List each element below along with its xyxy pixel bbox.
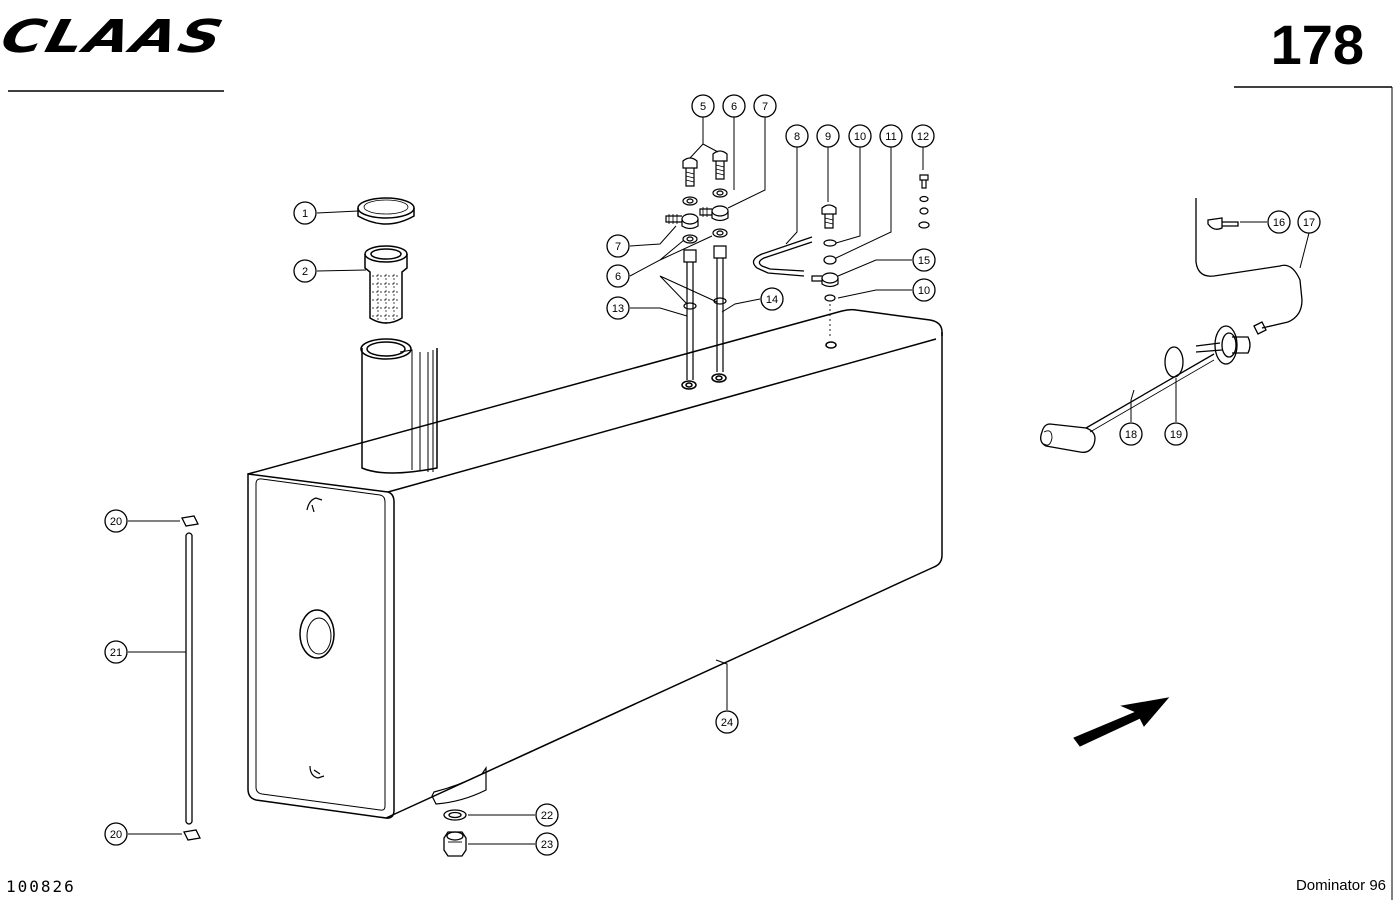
svg-text:6: 6 — [731, 101, 737, 113]
callout-11: 11 — [879, 124, 903, 148]
fuel-strainer — [364, 245, 408, 324]
callouts: 1 2 5 6 7 7 6 13 14 8 9 10 11 12 15 10 1… — [104, 94, 1321, 856]
callout-10a: 10 — [848, 124, 872, 148]
fuel-gauge-sender — [1040, 198, 1303, 453]
svg-text:19: 19 — [1170, 429, 1182, 441]
svg-text:10: 10 — [854, 131, 866, 143]
machine-model: Dominator 96 — [1295, 877, 1386, 894]
banjo-bolt-assembly — [665, 150, 729, 244]
svg-text:22: 22 — [541, 810, 553, 822]
callout-9: 9 — [816, 124, 840, 148]
svg-text:5: 5 — [700, 101, 706, 113]
callout-6a: 6 — [722, 94, 746, 118]
svg-text:10: 10 — [918, 285, 930, 297]
svg-text:13: 13 — [612, 303, 624, 315]
callout-19: 19 — [1164, 422, 1188, 446]
tank-strap-rod — [181, 515, 201, 841]
callout-16: 16 — [1267, 210, 1291, 234]
fuel-tank — [247, 308, 943, 819]
svg-text:6: 6 — [615, 271, 621, 283]
filler-neck — [360, 338, 438, 474]
callout-13: 13 — [606, 296, 630, 320]
svg-text:8: 8 — [794, 131, 800, 143]
svg-text:20: 20 — [110, 829, 122, 841]
callout-6b: 6 — [606, 264, 630, 288]
breather-fittings — [811, 174, 930, 336]
svg-text:16: 16 — [1273, 217, 1285, 229]
svg-text:9: 9 — [825, 131, 831, 143]
svg-text:23: 23 — [541, 839, 553, 851]
callout-22: 22 — [535, 803, 559, 827]
svg-text:17: 17 — [1303, 217, 1315, 229]
svg-text:12: 12 — [917, 131, 929, 143]
leader-lines — [128, 117, 1310, 845]
callout-12: 12 — [911, 124, 935, 148]
callout-24: 24 — [715, 710, 739, 734]
callout-20b: 20 — [104, 822, 128, 846]
document-number: 100826 — [6, 877, 76, 896]
callout-14: 14 — [760, 287, 784, 311]
svg-text:21: 21 — [110, 647, 122, 659]
callout-10b: 10 — [912, 278, 936, 302]
svg-text:2: 2 — [302, 266, 308, 278]
svg-text:15: 15 — [918, 255, 930, 267]
direction-arrow — [1073, 697, 1170, 747]
svg-text:1: 1 — [302, 208, 308, 220]
callout-7b: 7 — [606, 234, 630, 258]
callout-17: 17 — [1297, 210, 1321, 234]
svg-text:20: 20 — [110, 516, 122, 528]
callout-2: 2 — [293, 259, 317, 283]
svg-text:7: 7 — [615, 241, 621, 253]
drain-plug — [443, 809, 467, 857]
svg-text:14: 14 — [766, 294, 778, 306]
vent-pipe — [752, 236, 813, 277]
callout-20a: 20 — [104, 509, 128, 533]
svg-text:11: 11 — [885, 131, 896, 143]
fuel-pipes — [683, 245, 727, 380]
svg-text:24: 24 — [721, 717, 733, 729]
callout-1: 1 — [293, 201, 317, 225]
callout-7a: 7 — [753, 94, 777, 118]
filler-cap — [357, 197, 415, 225]
callout-21: 21 — [104, 640, 128, 664]
page-number: 178 — [1270, 13, 1364, 76]
callout-18: 18 — [1119, 422, 1143, 446]
callout-23: 23 — [535, 832, 559, 856]
callout-15: 15 — [912, 248, 936, 272]
svg-text:18: 18 — [1125, 429, 1137, 441]
svg-text:7: 7 — [762, 101, 768, 113]
callout-8: 8 — [785, 124, 809, 148]
callout-5: 5 — [691, 94, 715, 118]
